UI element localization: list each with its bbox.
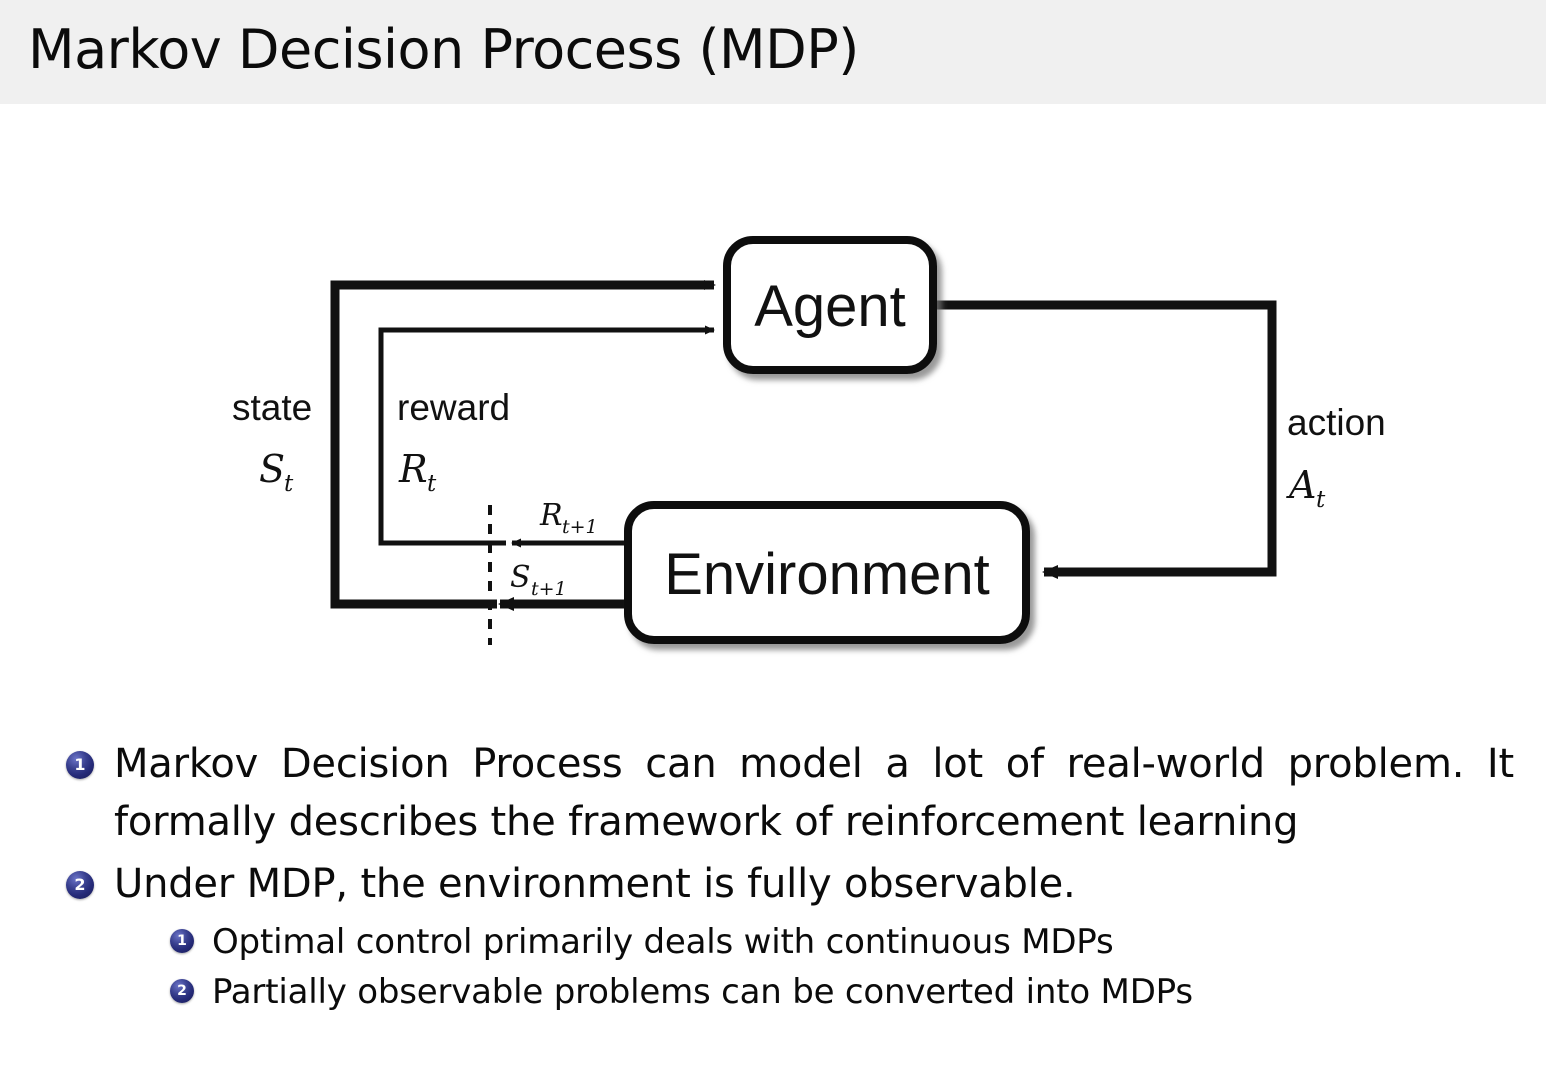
reward-feedback-path <box>378 325 715 548</box>
state-label-word: state <box>232 387 312 428</box>
sub-list-item: 1 Optimal control primarily deals with c… <box>170 917 1546 967</box>
environment-node-label: Environment <box>664 542 990 607</box>
action-label-subscript: t <box>1316 487 1326 513</box>
mdp-agent-environment-diagram: Agent Environment state S t reward R t a… <box>0 110 1546 690</box>
page-title: Markov Decision Process (MDP) <box>28 18 859 81</box>
list-item: 2 Under MDP, the environment is fully ob… <box>66 855 1546 913</box>
bullet-badge-1: 1 <box>66 751 94 779</box>
next-state-symbol: S <box>510 560 531 595</box>
next-reward-label-group: R t+1 <box>539 498 598 538</box>
environment-node: Environment <box>624 501 1030 644</box>
agent-node: Agent <box>723 236 937 374</box>
next-reward-subscript: t+1 <box>562 516 598 538</box>
bullet-list: 1 Markov Decision Process can model a lo… <box>0 735 1546 1017</box>
bullet-badge-2: 2 <box>66 871 94 899</box>
state-label-group: state S t <box>232 387 312 497</box>
slide-header-band <box>0 0 1546 104</box>
state-feedback-path <box>330 280 716 611</box>
bullet-text-1: Markov Decision Process can model a lot … <box>114 741 1514 845</box>
next-state-label-group: S t+1 <box>510 560 567 600</box>
action-label-word: action <box>1287 402 1386 443</box>
sub-bullet-text-1: Optimal control primarily deals with con… <box>212 922 1114 962</box>
sub-bullet-badge-2: 2 <box>170 979 194 1003</box>
state-label-subscript: t <box>284 471 294 497</box>
agent-node-label: Agent <box>754 274 906 339</box>
sub-bullet-text-2: Partially observable problems can be con… <box>212 972 1193 1012</box>
reward-label-symbol: R <box>398 447 428 491</box>
state-label-symbol: S <box>259 447 285 491</box>
action-label-group: action A t <box>1286 402 1386 513</box>
next-reward-symbol: R <box>539 498 563 533</box>
reward-label-word: reward <box>397 387 510 428</box>
action-path <box>932 300 1277 579</box>
reward-label-subscript: t <box>427 471 437 497</box>
bullet-text-2: Under MDP, the environment is fully obse… <box>114 861 1076 907</box>
reward-label-group: reward R t <box>397 387 510 497</box>
action-label-symbol: A <box>1286 463 1316 507</box>
list-item: 1 Markov Decision Process can model a lo… <box>66 735 1546 851</box>
sub-list-item: 2 Partially observable problems can be c… <box>170 967 1546 1017</box>
sub-bullet-badge-1: 1 <box>170 929 194 953</box>
next-state-subscript: t+1 <box>531 578 567 600</box>
